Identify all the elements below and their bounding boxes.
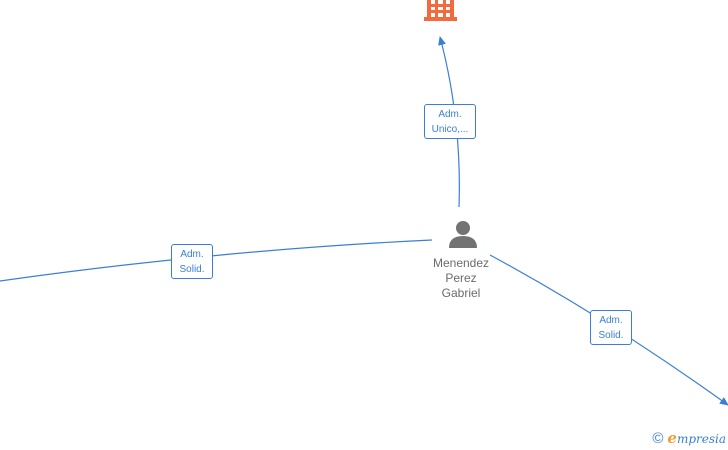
person-name-line3: Gabriel	[441, 286, 481, 300]
edge-label-left-line2: Solid.	[179, 263, 205, 275]
brand-initial: e	[667, 429, 677, 447]
edge-label-right-line1: Adm.	[599, 314, 623, 326]
edge-label-left: Adm. Solid.	[171, 244, 213, 279]
edge-label-up-line2: Unico,...	[431, 123, 469, 135]
person-name-line2: Perez	[445, 271, 477, 285]
edge-label-up: Adm. Unico,...	[424, 104, 476, 139]
building-icon[interactable]	[424, 0, 457, 21]
person-icon[interactable]	[449, 221, 477, 248]
brand-logo: empresia	[667, 429, 726, 447]
edge-label-right-line2: Solid.	[598, 329, 624, 341]
brand-name: mpresia	[676, 432, 726, 446]
edge-label-up-line1: Adm.	[438, 108, 462, 120]
edge-label-right: Adm. Solid.	[590, 310, 632, 345]
copyright-symbol: ©	[652, 429, 664, 447]
edge-label-left-line1: Adm.	[180, 248, 204, 260]
edge-left	[0, 239, 433, 282]
person-name-line1: Menendez	[432, 256, 490, 270]
person-name[interactable]: Menendez Perez Gabriel	[416, 256, 506, 301]
watermark: © empresia	[652, 429, 726, 447]
